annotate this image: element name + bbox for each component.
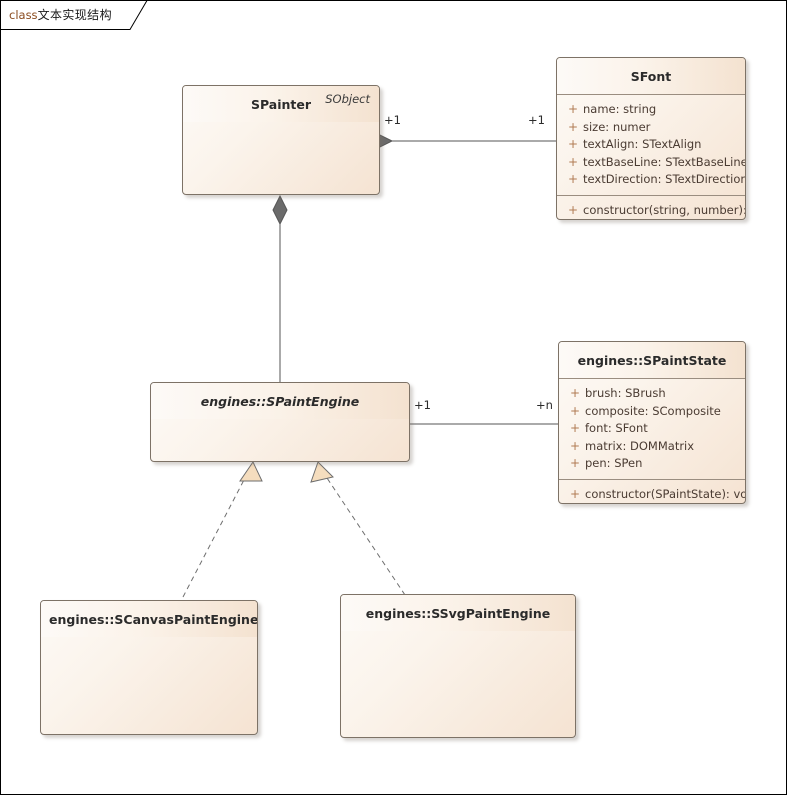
multiplicity-painter-font-target: +1 — [528, 113, 545, 127]
operation-label: constructor(SPaintState): void — [585, 486, 746, 501]
attribute-row: + pen: SPen — [559, 455, 745, 473]
class-box-spainter[interactable]: SObject SPainter — [182, 85, 380, 195]
multiplicity-painter-font-source: +1 — [384, 113, 401, 127]
attribute-label: pen: SPen — [585, 456, 643, 470]
class-name-scanvaspaintengine: engines::SCanvasPaintEngine — [49, 612, 258, 627]
operations-section-spaintstate: + constructor(SPaintState): void — [559, 478, 745, 504]
attributes-section-spaintstate: + brush: SBrush + composite: SComposite … — [559, 379, 745, 479]
multiplicity-engine-state-source: +1 — [414, 398, 431, 412]
visibility-marker: + — [569, 438, 581, 453]
attributes-section-sfont: + name: string + size: numer + textAlign… — [557, 95, 745, 195]
class-name-spainter: SPainter — [250, 97, 312, 112]
multiplicity-engine-state-target: +n — [536, 398, 553, 412]
attribute-row: + brush: SBrush — [559, 385, 745, 403]
realization-arrowhead-canvas — [239, 460, 263, 482]
visibility-marker: + — [567, 137, 579, 151]
connector-canvas-realization — [182, 460, 263, 598]
realization-arrowhead-svg — [310, 461, 334, 483]
class-title-sfont: SFont — [557, 58, 745, 95]
class-title-spaintengine: engines::SPaintEngine — [151, 383, 409, 419]
operation-label: constructor(string, number): void — [583, 202, 746, 217]
class-name-spaintstate: engines::SPaintState — [577, 353, 727, 368]
diagram-title-text: 文本实现结构 — [37, 8, 112, 22]
connector-svg-realization — [310, 461, 406, 596]
attribute-label: textBaseLine: STextBaseLine — [583, 154, 746, 169]
attribute-row: + font: SFont — [559, 420, 745, 438]
class-name-ssvgpaintengine: engines::SSvgPaintEngine — [365, 606, 551, 621]
attribute-label: size: numer — [583, 119, 651, 134]
attribute-label: textDirection: STextDirection — [583, 172, 746, 186]
attribute-row: + textDirection: STextDirection — [557, 171, 745, 189]
stereotype-label-spainter: SObject — [325, 92, 370, 106]
visibility-marker: + — [569, 421, 581, 435]
visibility-marker: + — [569, 456, 581, 470]
class-box-sfont[interactable]: SFont + name: string + size: numer + tex… — [556, 57, 746, 220]
class-title-spaintstate: engines::SPaintState — [559, 342, 745, 379]
diagram-title-keyword: class — [9, 8, 38, 22]
attribute-row: + textBaseLine: STextBaseLine — [557, 154, 745, 172]
operations-section-sfont: + constructor(string, number): void — [557, 194, 745, 220]
attribute-label: font: SFont — [585, 421, 648, 435]
attribute-label: composite: SComposite — [585, 403, 721, 418]
attribute-row: + composite: SComposite — [559, 403, 745, 421]
class-title-spainter: SObject SPainter — [183, 86, 379, 122]
visibility-marker: + — [569, 403, 581, 418]
attribute-label: textAlign: STextAlign — [583, 137, 702, 151]
class-box-scanvaspaintengine[interactable]: engines::SCanvasPaintEngine — [40, 600, 258, 735]
class-title-scanvaspaintengine: engines::SCanvasPaintEngine — [41, 601, 257, 637]
attribute-row: + size: numer — [557, 119, 745, 137]
class-name-sfont: SFont — [630, 69, 672, 84]
class-box-spaintstate[interactable]: engines::SPaintState + brush: SBrush + c… — [558, 341, 746, 504]
attribute-row: + name: string — [557, 101, 745, 119]
visibility-marker: + — [567, 154, 579, 169]
diagram-frame-tab: class文本实现结构 — [0, 0, 148, 30]
visibility-marker: + — [569, 486, 581, 501]
class-box-ssvgpaintengine[interactable]: engines::SSvgPaintEngine — [340, 594, 576, 738]
visibility-marker: + — [567, 172, 579, 186]
attribute-row: + textAlign: STextAlign — [557, 136, 745, 154]
visibility-marker: + — [567, 119, 579, 134]
attribute-label: name: string — [583, 102, 657, 116]
attribute-label: brush: SBrush — [585, 386, 666, 400]
operation-row: + constructor(SPaintState): void — [559, 486, 745, 504]
attribute-row: + matrix: DOMMatrix — [559, 438, 745, 456]
connector-painter-font — [362, 133, 556, 149]
frame-tab-shape — [0, 0, 148, 30]
composition-diamond-painter-engine — [272, 194, 288, 226]
attribute-label: matrix: DOMMatrix — [585, 438, 695, 453]
diagram-title: class文本实现结构 — [9, 6, 112, 24]
visibility-marker: + — [569, 386, 581, 400]
class-box-spaintengine[interactable]: engines::SPaintEngine — [150, 382, 410, 462]
class-name-spaintengine: engines::SPaintEngine — [200, 394, 360, 409]
visibility-marker: + — [567, 102, 579, 116]
visibility-marker: + — [567, 202, 579, 217]
operation-row: + constructor(string, number): void — [557, 202, 745, 220]
class-title-ssvgpaintengine: engines::SSvgPaintEngine — [341, 595, 575, 631]
connector-painter-engine — [272, 194, 288, 384]
